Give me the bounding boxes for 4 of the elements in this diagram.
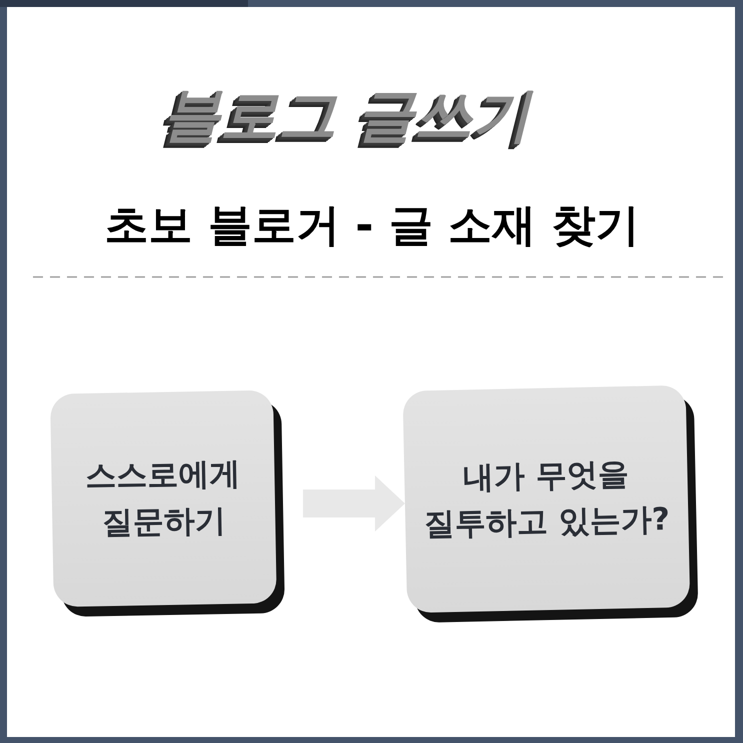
rounded-card: 스스로에게 질문하기 (50, 390, 285, 617)
rounded-card: 내가 무엇을 질투하고 있는가? (402, 384, 698, 624)
subtitle-text: 초보 블로거 - 글 소재 찾기 (104, 200, 640, 253)
title-text: 블로그 글쓰기 (158, 82, 546, 151)
